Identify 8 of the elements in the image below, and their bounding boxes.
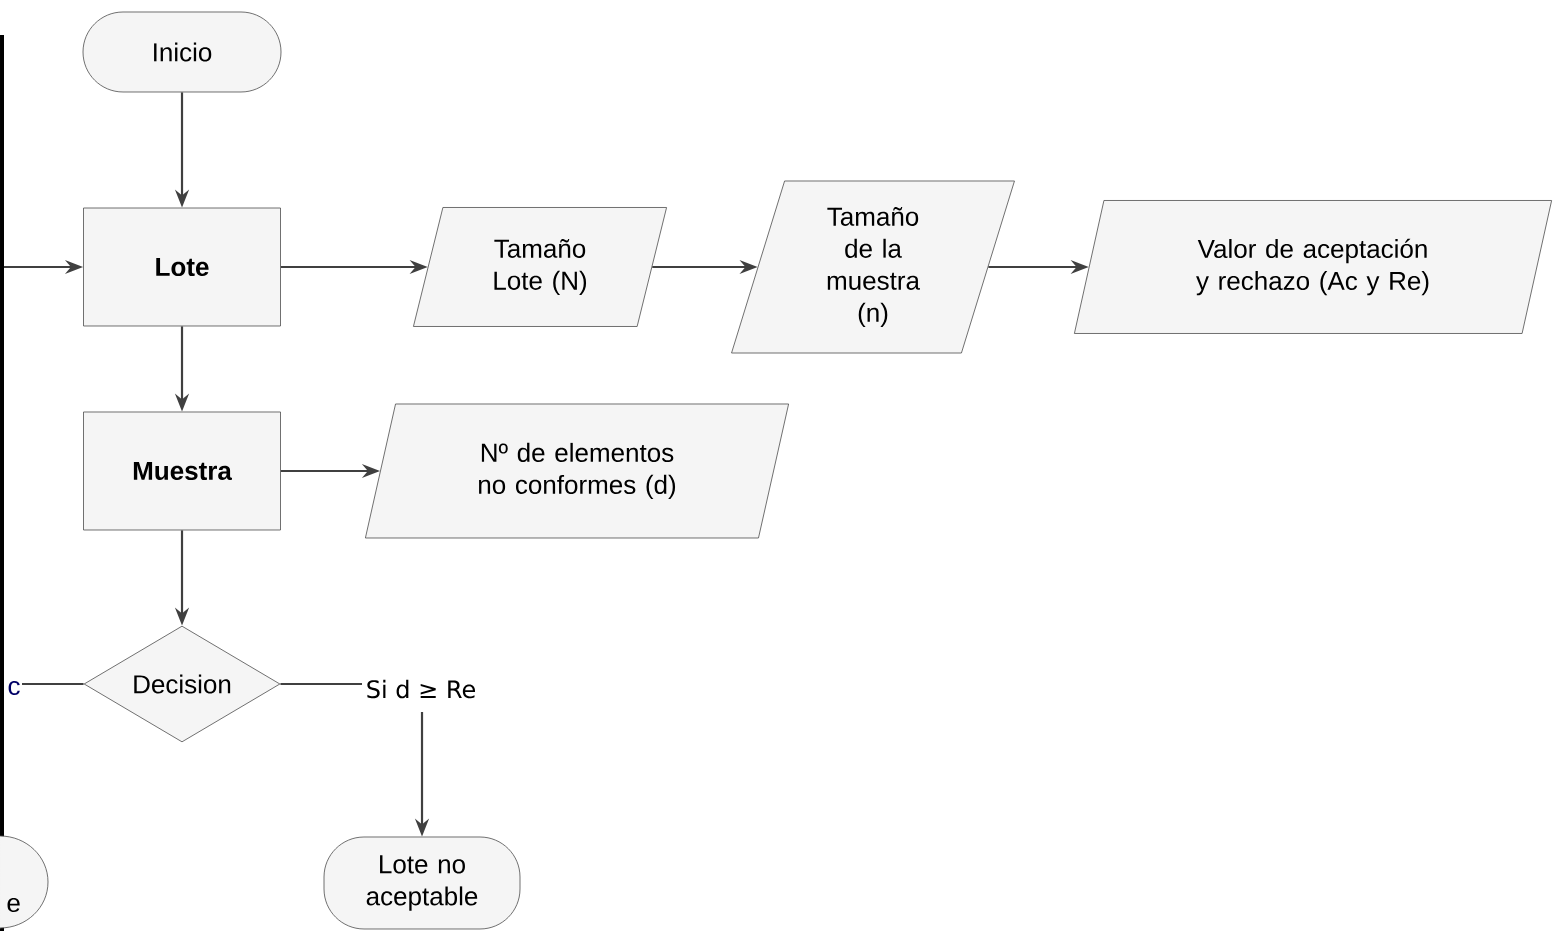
process-box: Muestra (83, 411, 281, 531)
edge-label: c (8, 680, 20, 696)
process-box: Lote (83, 207, 281, 327)
data-parallelogram: Nº de elementos no conformes (d) (365, 403, 789, 539)
data-parallelogram: Valor de aceptación y rechazo (Ac y Re) (1074, 200, 1553, 334)
data-parallelogram: Tamaño de la muestra (n) (731, 180, 1015, 354)
edge-label: Si d ≥ Re (363, 677, 479, 701)
data-parallelogram: Tamaño Lote (N) (413, 207, 667, 327)
